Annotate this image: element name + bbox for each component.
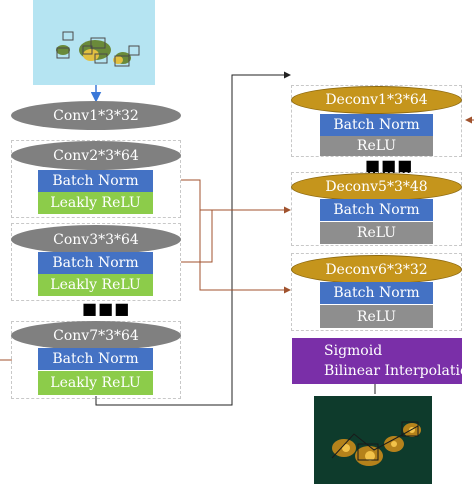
conv2-label: Conv2*3*64: [53, 147, 139, 164]
bottleneck-connector: [95, 71, 291, 406]
conv1-layer: Conv1*3*32: [11, 101, 181, 130]
deconv5-layer: Deconv5*3*48: [291, 173, 462, 201]
conv7-layer: Conv7*3*64: [11, 321, 181, 350]
input-image-content: [33, 0, 155, 85]
deconv5-relu: ReLU: [320, 222, 433, 244]
decoder-ellipsis: ■■■: [365, 156, 414, 175]
bilinear-label: Bilinear Interpolation: [324, 363, 474, 379]
conv2-block: [11, 140, 181, 218]
conv1-label: Conv1*3*32: [53, 107, 139, 124]
deconv6-relu: ReLU: [320, 305, 433, 328]
deconv6-layer: Deconv6*3*32: [291, 255, 462, 284]
batch-norm-label: Batch Norm: [52, 255, 139, 271]
conv3-block: [11, 223, 181, 301]
relu-label: ReLU: [356, 225, 397, 241]
relu-label: ReLU: [356, 138, 397, 154]
batch-norm-label: Batch Norm: [52, 351, 139, 367]
conv2-batch-norm: Batch Norm: [38, 170, 153, 192]
input-image: [33, 0, 155, 85]
conv3-label: Conv3*3*64: [53, 231, 139, 248]
leaky-relu-label: Leakly ReLU: [50, 277, 141, 293]
conv3-batch-norm: Batch Norm: [38, 252, 153, 274]
deconv1-layer: Deconv1*3*64: [291, 86, 462, 114]
deconv5-label: Deconv5*3*48: [325, 179, 428, 195]
deconv1-relu: ReLU: [320, 136, 433, 156]
conv7-leaky-relu: Leakly ReLU: [38, 371, 153, 395]
skip-connection-3: [199, 210, 291, 294]
skip-connection-1: [181, 179, 291, 214]
conv3-layer: Conv3*3*64: [11, 225, 181, 254]
deconv5-batch-norm: Batch Norm: [320, 199, 433, 221]
deconv6-label: Deconv6*3*32: [325, 261, 428, 278]
encoder-ellipsis: ■■■: [82, 299, 131, 318]
output-heatmap: [314, 396, 432, 484]
batch-norm-label: Batch Norm: [333, 285, 420, 301]
output-heatmap-content: [314, 396, 432, 484]
sigmoid-bilinear-block: Sigmoid Bilinear Interpolation: [292, 338, 474, 384]
relu-label: ReLU: [356, 308, 397, 325]
deconv1-batch-norm: Batch Norm: [320, 114, 433, 136]
conv3-leaky-relu: Leakly ReLU: [38, 274, 153, 296]
conv2-layer: Conv2*3*64: [11, 141, 181, 170]
skip-connection-2: [181, 210, 213, 263]
batch-norm-label: Batch Norm: [333, 117, 420, 133]
leaky-relu-label: Leakly ReLU: [50, 375, 141, 391]
conv7-label: Conv7*3*64: [53, 327, 139, 344]
batch-norm-label: Batch Norm: [333, 202, 420, 218]
batch-norm-label: Batch Norm: [52, 173, 139, 189]
sigmoid-label: Sigmoid: [324, 343, 383, 359]
deconv6-batch-norm: Batch Norm: [320, 282, 433, 304]
conv2-leaky-relu: Leakly ReLU: [38, 192, 153, 214]
deconv1-label: Deconv1*3*64: [325, 92, 428, 108]
deconv6-block: [291, 253, 462, 331]
leaky-relu-label: Leakly ReLU: [50, 195, 141, 211]
conv7-batch-norm: Batch Norm: [38, 348, 153, 370]
